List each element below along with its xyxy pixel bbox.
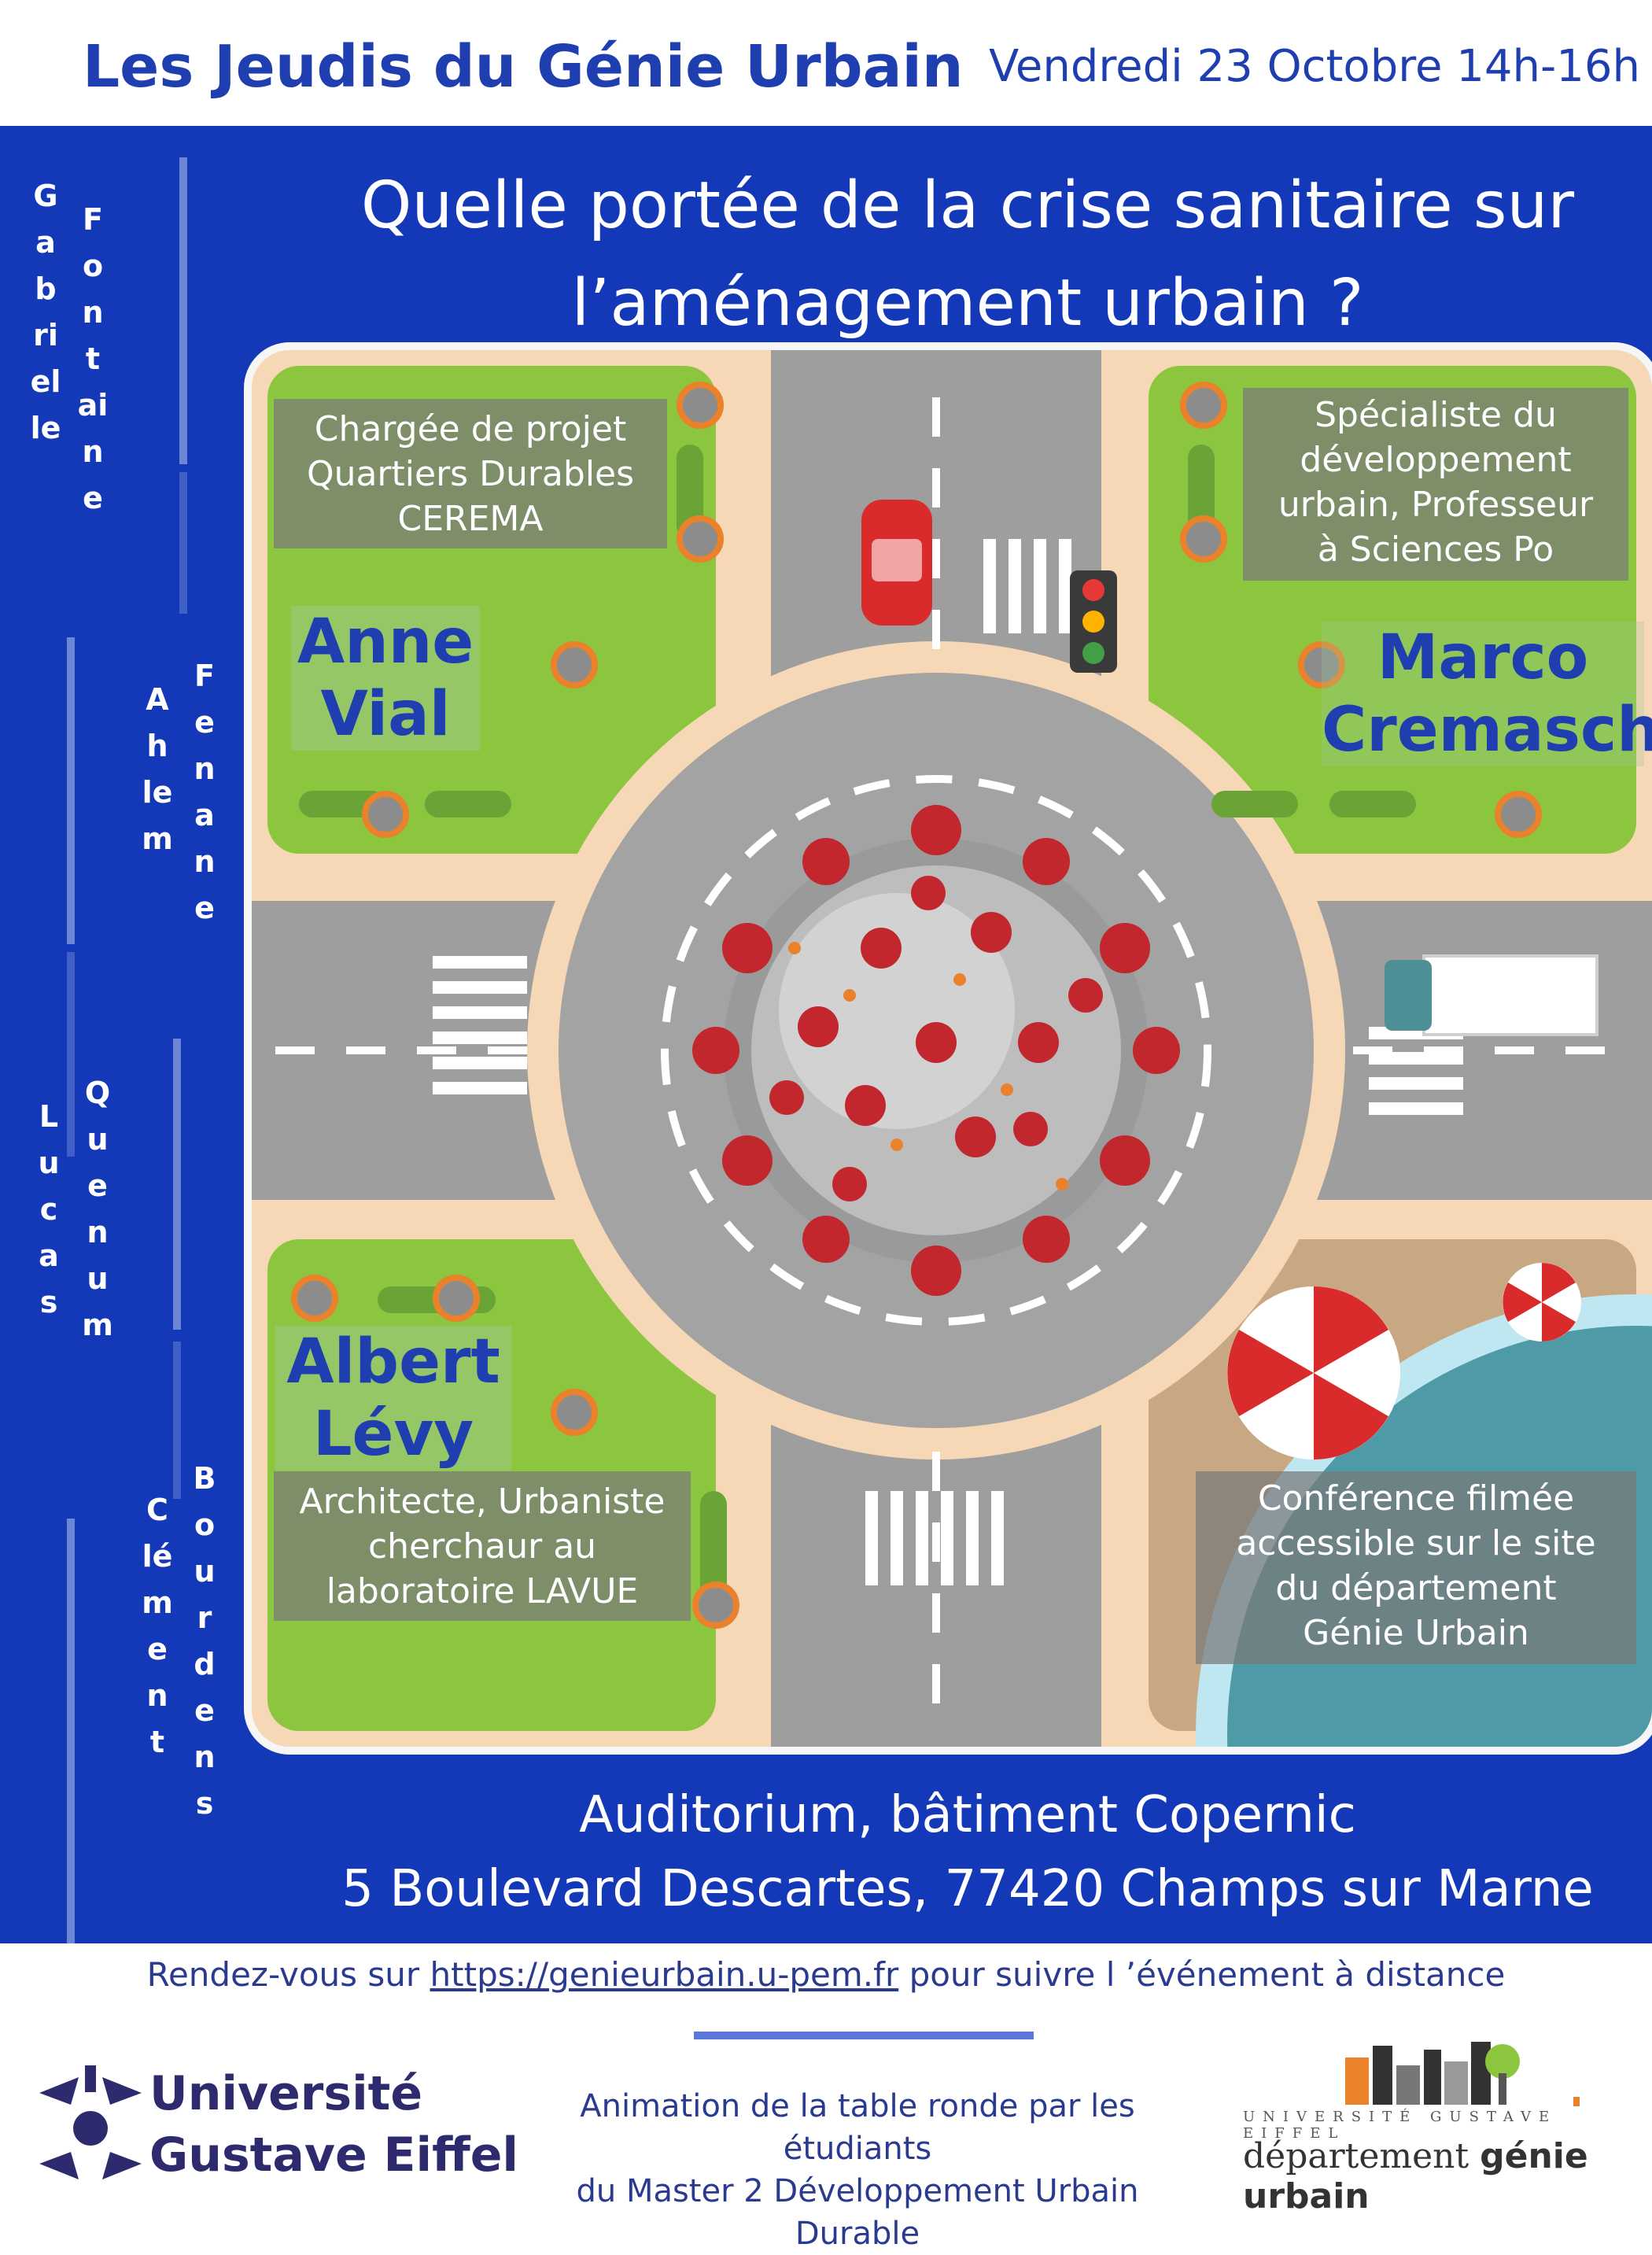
speaker-first-name: Albert: [286, 1327, 500, 1397]
role-line: Quartiers Durables: [306, 454, 635, 494]
university-name-line: Gustave Eiffel: [149, 2128, 518, 2183]
university-name-line: Université: [149, 2066, 423, 2121]
parasol-small: [1503, 1263, 1581, 1342]
divider: [694, 2032, 1034, 2039]
role-line: développement: [1300, 440, 1572, 480]
instructions-suffix: pour suivre l ’événement à distance: [898, 1955, 1506, 1994]
animation-line: Animation de la table ronde par les étud…: [580, 2088, 1135, 2167]
conference-question: Quelle portée de la crise sanitaire sur …: [299, 157, 1636, 352]
header: Les Jeudis du Génie Urbain Vendredi 23 O…: [0, 0, 1652, 126]
note-line: Conférence filmée: [1257, 1478, 1575, 1519]
speaker-role-box: Spécialiste du développement urbain, Pro…: [1243, 388, 1628, 581]
venue-line: 5 Boulevard Descartes, 77420 Champs sur …: [341, 1860, 1594, 1918]
city-skyline-icon: [1345, 2042, 1580, 2106]
instructions-prefix: Rendez-vous sur: [146, 1955, 430, 1994]
note-line: Génie Urbain: [1303, 1613, 1529, 1653]
department-logo: UNIVERSITÉ GUSTAVE EIFFEL département gé…: [1227, 2030, 1636, 2216]
student-first-name: Gabrielle: [30, 179, 61, 445]
student-last-name: Fontaine: [77, 202, 109, 515]
question-line: Quelle portée de la crise sanitaire sur: [360, 168, 1575, 243]
venue-address: Auditorium, bâtiment Copernic 5 Boulevar…: [299, 1778, 1636, 1926]
speaker-first-name: Anne: [297, 607, 474, 677]
decor-bar: [173, 1342, 181, 1499]
university-name: Université Gustave Eiffel: [149, 2063, 518, 2186]
university-logo-icon: [39, 2065, 142, 2179]
event-website-link[interactable]: https://genieurbain.u-pem.fr: [430, 1955, 899, 1994]
student-last-name: Fenane: [194, 659, 216, 925]
student-first-name: Ahlem: [142, 682, 173, 856]
speaker-last-name: Vial: [320, 679, 451, 750]
student-first-name: Clément: [142, 1493, 173, 1759]
speaker-name: Marco Cremaschi: [1322, 622, 1652, 766]
student-first-name: Lucas: [38, 1099, 60, 1319]
series-title: Les Jeudis du Génie Urbain: [83, 33, 964, 101]
truck: [1385, 954, 1599, 1036]
student-last-name: Quenum: [82, 1076, 113, 1342]
online-instructions: Rendez-vous sur https://genieurbain.u-pe…: [0, 1955, 1652, 1994]
animation-line: du Master 2 Développement Urbain Durable: [576, 2173, 1139, 2252]
department-name: département génie urbain: [1243, 2136, 1636, 2216]
note-line: accessible sur le site: [1236, 1523, 1596, 1563]
role-line: Spécialiste du: [1315, 395, 1557, 435]
decor-bar: [173, 1039, 181, 1330]
traffic-light: [1070, 570, 1117, 673]
parasol-large: [1227, 1286, 1400, 1460]
speaker-name: Albert Lévy: [275, 1326, 511, 1471]
speaker-first-name: Marco: [1377, 622, 1589, 693]
intersection-illustration: Chargée de projet Quartiers Durables CER…: [252, 350, 1652, 1747]
decor-bar: [67, 952, 75, 1157]
speaker-role-box: Chargée de projet Quartiers Durables CER…: [274, 399, 667, 548]
role-line: Chargée de projet: [314, 409, 627, 449]
decor-bar: [179, 157, 187, 464]
role-line: à Sciences Po: [1317, 530, 1554, 570]
speaker-last-name: Lévy: [312, 1399, 474, 1470]
red-car: [861, 500, 932, 626]
question-line: l’aménagement urbain ?: [571, 266, 1364, 341]
main-band: Gabrielle Fontaine Ahlem Fenane Lucas Qu…: [0, 126, 1652, 1943]
role-line: Architecte, Urbaniste: [299, 1482, 666, 1522]
coronavirus-illustration: [692, 805, 1180, 1296]
department-university: UNIVERSITÉ GUSTAVE EIFFEL: [1243, 2109, 1558, 2142]
role-line: laboratoire LAVUE: [326, 1571, 639, 1611]
speaker-role-box: Architecte, Urbaniste cherchaur au labor…: [274, 1471, 691, 1621]
decor-bar: [67, 637, 75, 944]
venue-line: Auditorium, bâtiment Copernic: [579, 1786, 1356, 1844]
decor-bar: [179, 472, 187, 614]
note-line: du département: [1275, 1568, 1557, 1608]
broadcast-note-box: Conférence filmée accessible sur le site…: [1196, 1471, 1636, 1664]
animation-credit: Animation de la table ronde par les étud…: [511, 2085, 1204, 2255]
department-prefix: département: [1243, 2136, 1481, 2176]
event-date: Vendredi 23 Octobre 14h-16h: [988, 41, 1640, 92]
student-last-name: Bourdens: [193, 1461, 216, 1821]
role-line: CEREMA: [397, 499, 544, 539]
role-line: urbain, Professeur: [1278, 485, 1594, 525]
speaker-last-name: Cremaschi: [1322, 695, 1652, 766]
speaker-name: Anne Vial: [291, 606, 480, 751]
decor-bar: [67, 1519, 75, 1943]
role-line: cherchaur au: [367, 1526, 597, 1567]
